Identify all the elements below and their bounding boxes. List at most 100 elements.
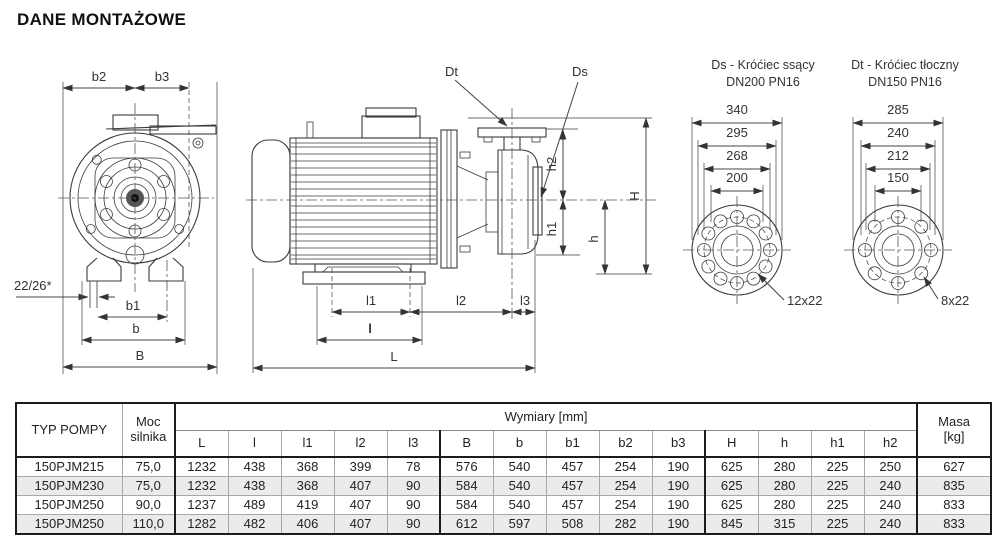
table-cell: 407 xyxy=(333,514,388,535)
table-cell: 90 xyxy=(386,495,441,515)
table-cell: 280 xyxy=(757,456,812,477)
dim-label-b: b xyxy=(132,321,139,336)
cell-power: 90,0 xyxy=(121,495,176,515)
cell-mass: 833 xyxy=(916,514,992,535)
table-cell: 368 xyxy=(280,456,335,477)
col-header-h: h xyxy=(757,430,812,458)
table-cell: 1232 xyxy=(174,476,229,496)
discharge-flange-subtitle: DN150 PN16 xyxy=(868,75,942,89)
table-cell: 540 xyxy=(492,495,547,515)
dim-label-B: B xyxy=(136,348,145,363)
col-header-mass: Masa[kg] xyxy=(916,402,992,458)
suction-flange-subtitle: DN200 PN16 xyxy=(726,75,800,89)
table-cell: 407 xyxy=(333,495,388,515)
col-header-b3: b3 xyxy=(651,430,706,458)
dim-discharge-rf: 212 xyxy=(887,148,909,163)
pump-side-view: Dt Ds h2 h1 h H l1 l2 l3 xyxy=(246,64,656,373)
pump-front-view: b2 b3 xyxy=(14,69,218,374)
col-header-b2: b2 xyxy=(598,430,653,458)
dim-suction-od: 340 xyxy=(726,102,748,117)
table-cell: 584 xyxy=(439,476,494,496)
dim-label-l1: l1 xyxy=(366,293,376,308)
col-header-h1: h1 xyxy=(810,430,865,458)
suction-flange-title: Ds - Króćiec ssący xyxy=(711,58,815,72)
table-row: 150PJM215 75,0 1232 438 368 399 78 576 5… xyxy=(15,456,992,477)
cell-mass: 833 xyxy=(916,495,992,515)
table-cell: 225 xyxy=(810,476,865,496)
dim-discharge-bore: 150 xyxy=(887,170,909,185)
dim-label-foot-slot: 22/26* xyxy=(14,278,52,293)
table-cell: 254 xyxy=(598,476,653,496)
col-header-l: l xyxy=(227,430,282,458)
table-cell: 78 xyxy=(386,456,441,477)
table-cell: 225 xyxy=(810,456,865,477)
table-cell: 508 xyxy=(545,514,600,535)
table-cell: 457 xyxy=(545,456,600,477)
table-cell: 250 xyxy=(863,456,918,477)
discharge-flange-title: Dt - Króćiec tłoczny xyxy=(851,58,959,72)
table-cell: 190 xyxy=(651,514,706,535)
table-cell: 1237 xyxy=(174,495,229,515)
page-title: DANE MONTAŻOWE xyxy=(17,10,187,29)
table-cell: 280 xyxy=(757,476,812,496)
cell-pump-type: 150PJM250 xyxy=(15,514,123,535)
table-cell: 457 xyxy=(545,476,600,496)
table-cell: 845 xyxy=(704,514,759,535)
dim-discharge-od: 285 xyxy=(887,102,909,117)
table-cell: 225 xyxy=(810,495,865,515)
table-cell: 254 xyxy=(598,456,653,477)
table-cell: 407 xyxy=(333,476,388,496)
dim-label-h2: h2 xyxy=(544,157,559,171)
dim-label-H: H xyxy=(627,191,642,200)
table-cell: 612 xyxy=(439,514,494,535)
table-cell: 489 xyxy=(227,495,282,515)
table-cell: 240 xyxy=(863,514,918,535)
table-cell: 368 xyxy=(280,476,335,496)
col-header-B: B xyxy=(439,430,494,458)
table-cell: 240 xyxy=(863,476,918,496)
table-cell: 419 xyxy=(280,495,335,515)
table-cell: 406 xyxy=(280,514,335,535)
dim-label-b2: b2 xyxy=(92,69,106,84)
label-dt: Dt xyxy=(445,64,458,79)
col-header-l1: l1 xyxy=(280,430,335,458)
dim-label-l: l xyxy=(368,321,372,336)
table-cell: 399 xyxy=(333,456,388,477)
col-header-b: b xyxy=(492,430,547,458)
technical-drawing: b2 b3 xyxy=(14,58,969,374)
table-cell: 1282 xyxy=(174,514,229,535)
col-header-h2: h2 xyxy=(863,430,918,458)
table-cell: 225 xyxy=(810,514,865,535)
table-row: 150PJM250 90,0 1237 489 419 407 90 584 5… xyxy=(15,495,992,515)
table-cell: 540 xyxy=(492,476,547,496)
cell-pump-type: 150PJM230 xyxy=(15,476,123,496)
table-cell: 190 xyxy=(651,495,706,515)
col-header-H: H xyxy=(704,430,759,458)
cell-pump-type: 150PJM215 xyxy=(15,456,123,477)
col-header-l2: l2 xyxy=(333,430,388,458)
table-cell: 315 xyxy=(757,514,812,535)
table-cell: 540 xyxy=(492,456,547,477)
table-cell: 90 xyxy=(386,476,441,496)
table-cell: 457 xyxy=(545,495,600,515)
table-cell: 438 xyxy=(227,476,282,496)
dim-label-L: L xyxy=(390,349,397,364)
cell-mass: 627 xyxy=(916,456,992,477)
cell-pump-type: 150PJM250 xyxy=(15,495,123,515)
suction-flange-holes: 12x22 xyxy=(787,293,822,308)
col-header-pump-type: TYP POMPY xyxy=(15,402,123,458)
table-cell: 254 xyxy=(598,495,653,515)
cell-power: 75,0 xyxy=(121,456,176,477)
dim-label-h: h xyxy=(586,235,601,242)
table-cell: 1232 xyxy=(174,456,229,477)
table-cell: 438 xyxy=(227,456,282,477)
table-cell: 280 xyxy=(757,495,812,515)
table-cell: 240 xyxy=(863,495,918,515)
cell-mass: 835 xyxy=(916,476,992,496)
table-cell: 625 xyxy=(704,495,759,515)
dim-label-h1: h1 xyxy=(544,222,559,236)
col-header-dimensions: Wymiary [mm] xyxy=(173,402,918,431)
discharge-flange-holes: 8x22 xyxy=(941,293,969,308)
